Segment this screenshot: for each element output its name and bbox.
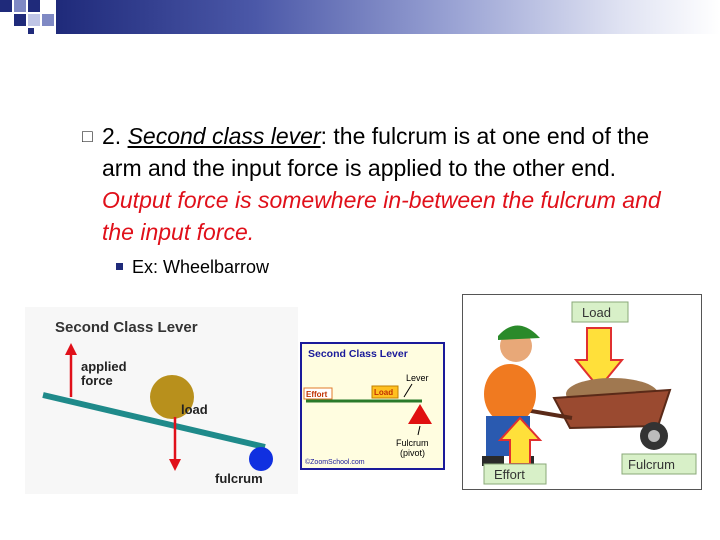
lever-diagram: Second Class Lever applied force load fu… [25,307,298,494]
lever-label: Lever [406,373,429,383]
person-shoe [482,456,504,466]
sub-bullet: Ex: Wheelbarrow [116,254,682,280]
fulcrum-pointer [417,425,421,436]
person-shirt [484,364,536,424]
wheelbarrow-image: Load Effort Fulcrum [462,294,702,490]
wheelbarrow-svg: Load Effort Fulcrum [462,294,702,490]
header-square [28,28,34,34]
fulcrum-triangle [408,404,432,424]
zoomschool-title: Second Class Lever [308,348,408,360]
square-bullet-icon [116,263,123,270]
term: Second class lever [127,123,321,149]
load-arrow-icon [573,327,625,390]
person-cap [498,325,540,340]
bullet-number: 2. [102,123,122,149]
highlight-text: Output force is somewhere in-between the… [102,187,661,245]
header-square [0,0,12,12]
zs-fulcrum-label: Fulcrum [396,438,429,448]
wheel-hub [648,430,660,442]
body-text: the fulcrum is at one end of the arm and… [102,123,650,181]
load-box [371,385,399,399]
main-bullet: □ 2. Second class lever: the fulcrum is … [82,120,682,248]
force-label: force [81,373,113,388]
effort-arrow-icon [497,416,543,465]
fulcrum-label-box [621,453,697,475]
box-bullet-icon: □ [82,126,93,146]
applied-force-arrowhead [65,343,77,355]
sub-bullet-text: Ex: Wheelbarrow [132,257,270,277]
lever-diagram-svg: Second Class Lever applied force load fu… [42,319,273,486]
header-gradient [56,0,720,34]
fulcrum-label: fulcrum [215,471,263,486]
zoomschool-diagram: Second Class Lever Effort Load Lever Ful… [300,342,445,470]
fulcrum-ball [249,447,273,471]
wb-fulcrum-label: Fulcrum [628,457,675,472]
zs-load-label: Load [374,388,393,397]
header-square [28,0,40,12]
wb-effort-label: Effort [494,467,525,482]
effort-label-box [483,463,547,485]
lever-diagram-title: Second Class Lever [55,319,198,336]
effort-box [303,387,333,400]
colon: : [320,123,328,149]
slide-content: □ 2. Second class lever: the fulcrum is … [82,120,682,280]
applied-label: applied [81,359,127,374]
load-ball [150,375,194,419]
header-square [42,14,54,26]
lever-pointer [403,383,413,398]
wb-load-label: Load [582,305,611,320]
load-label-box [571,301,629,323]
lever-bar [42,392,266,450]
header-square [14,0,26,12]
header-bar [0,0,720,34]
load-label: load [181,402,208,417]
load-arrowhead [169,459,181,471]
effort-label: Effort [306,390,328,399]
copyright-text: ©ZoomSchool.com [305,458,365,466]
header-square [14,14,26,26]
header-square [28,14,40,26]
pivot-label: (pivot) [400,448,425,458]
zoomschool-svg: Second Class Lever Effort Load Lever Ful… [300,342,445,470]
